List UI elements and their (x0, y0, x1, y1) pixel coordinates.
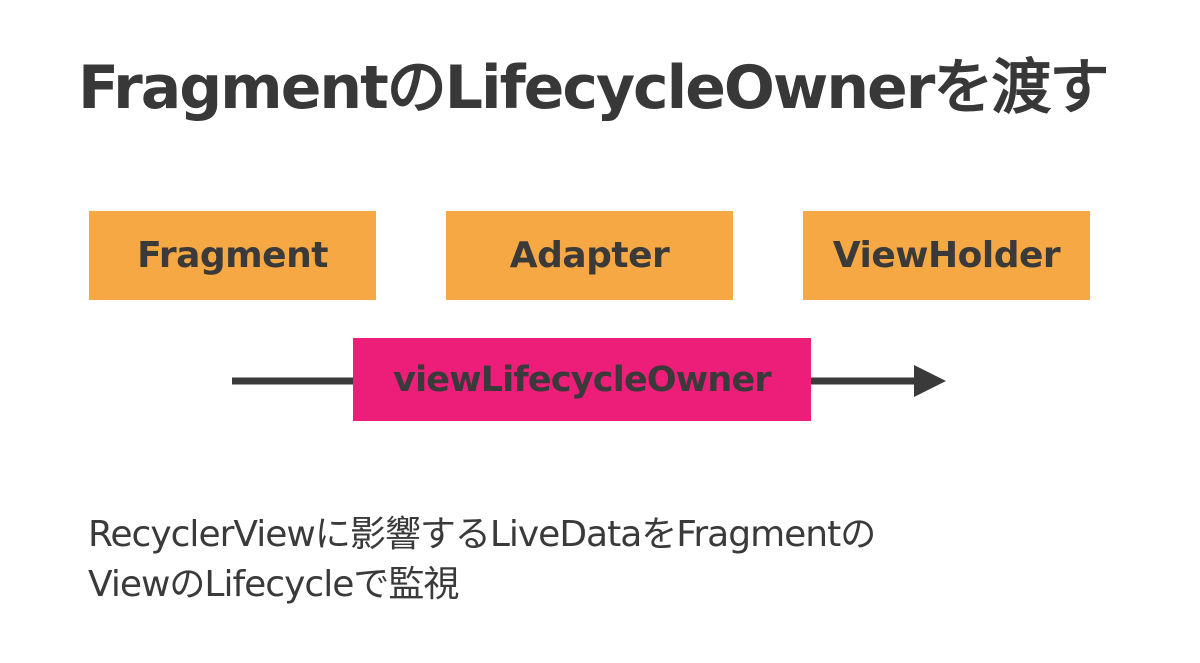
slide-title: FragmentのLifecycleOwnerを渡す (78, 53, 1109, 123)
adapter-label: Adapter (509, 235, 670, 276)
caption-line-2: ViewのLifecycleで監視 (88, 564, 459, 605)
fragment-box: Fragment (89, 211, 376, 300)
view-lifecycle-owner-box: viewLifecycleOwner (353, 338, 811, 421)
viewholder-box: ViewHolder (803, 211, 1090, 300)
view-lifecycle-owner-label: viewLifecycleOwner (393, 359, 772, 400)
fragment-label: Fragment (137, 235, 328, 276)
caption: RecyclerViewに影響するLiveDataをFragmentの View… (88, 510, 876, 610)
adapter-box: Adapter (446, 211, 733, 300)
arrow-head-icon (914, 365, 946, 397)
viewholder-label: ViewHolder (832, 235, 1061, 276)
caption-line-1: RecyclerViewに影響するLiveDataをFragmentの (88, 514, 876, 555)
